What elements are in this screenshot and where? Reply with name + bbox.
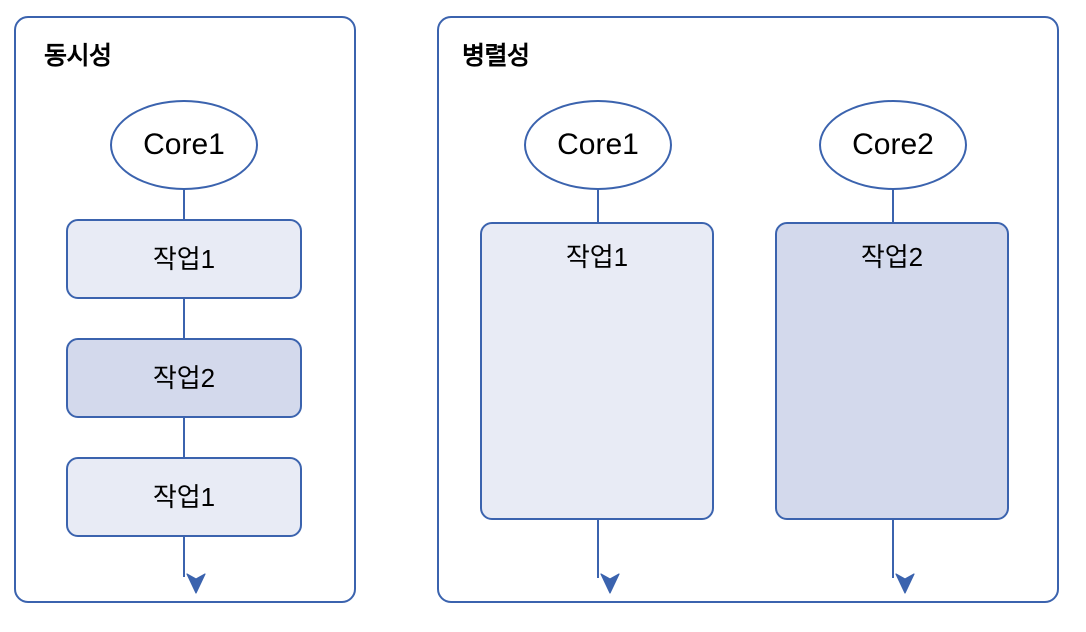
- task-label: 작업2: [152, 363, 216, 393]
- task-box-concurrency-3: 작업1: [66, 457, 302, 537]
- panel-title-parallelism: 병렬성: [462, 42, 530, 70]
- connector-core2-to-task2-parallel: [892, 188, 894, 224]
- core-label: Core2: [852, 128, 934, 161]
- connector-task2-to-task3: [183, 416, 185, 459]
- connector-core1-to-task1: [183, 188, 185, 220]
- core-label: Core1: [557, 128, 639, 161]
- connector-task1-to-task2: [183, 297, 185, 340]
- core-label: Core1: [143, 128, 225, 161]
- core-ellipse-parallelism-core1: Core1: [524, 100, 672, 190]
- connector-task3-to-arrow: [183, 535, 185, 577]
- core-ellipse-concurrency-core1: Core1: [110, 100, 258, 190]
- task-label: 작업2: [860, 242, 924, 272]
- task-label: 작업1: [152, 482, 216, 512]
- core-ellipse-parallelism-core2: Core2: [819, 100, 967, 190]
- panel-concurrency: [14, 16, 356, 603]
- task-box-parallelism-1: 작업1: [480, 222, 714, 520]
- panel-parallelism: [437, 16, 1059, 603]
- task-box-parallelism-2: 작업2: [775, 222, 1009, 520]
- connector-core1-to-task1-parallel: [597, 188, 599, 224]
- task-label: 작업1: [152, 244, 216, 274]
- task-box-concurrency-1: 작업1: [66, 219, 302, 299]
- connector-task1-to-arrow-parallel: [597, 518, 599, 578]
- connector-task2-to-arrow-parallel: [892, 518, 894, 578]
- task-label: 작업1: [565, 242, 629, 272]
- panel-title-concurrency: 동시성: [44, 42, 112, 70]
- task-box-concurrency-2: 작업2: [66, 338, 302, 418]
